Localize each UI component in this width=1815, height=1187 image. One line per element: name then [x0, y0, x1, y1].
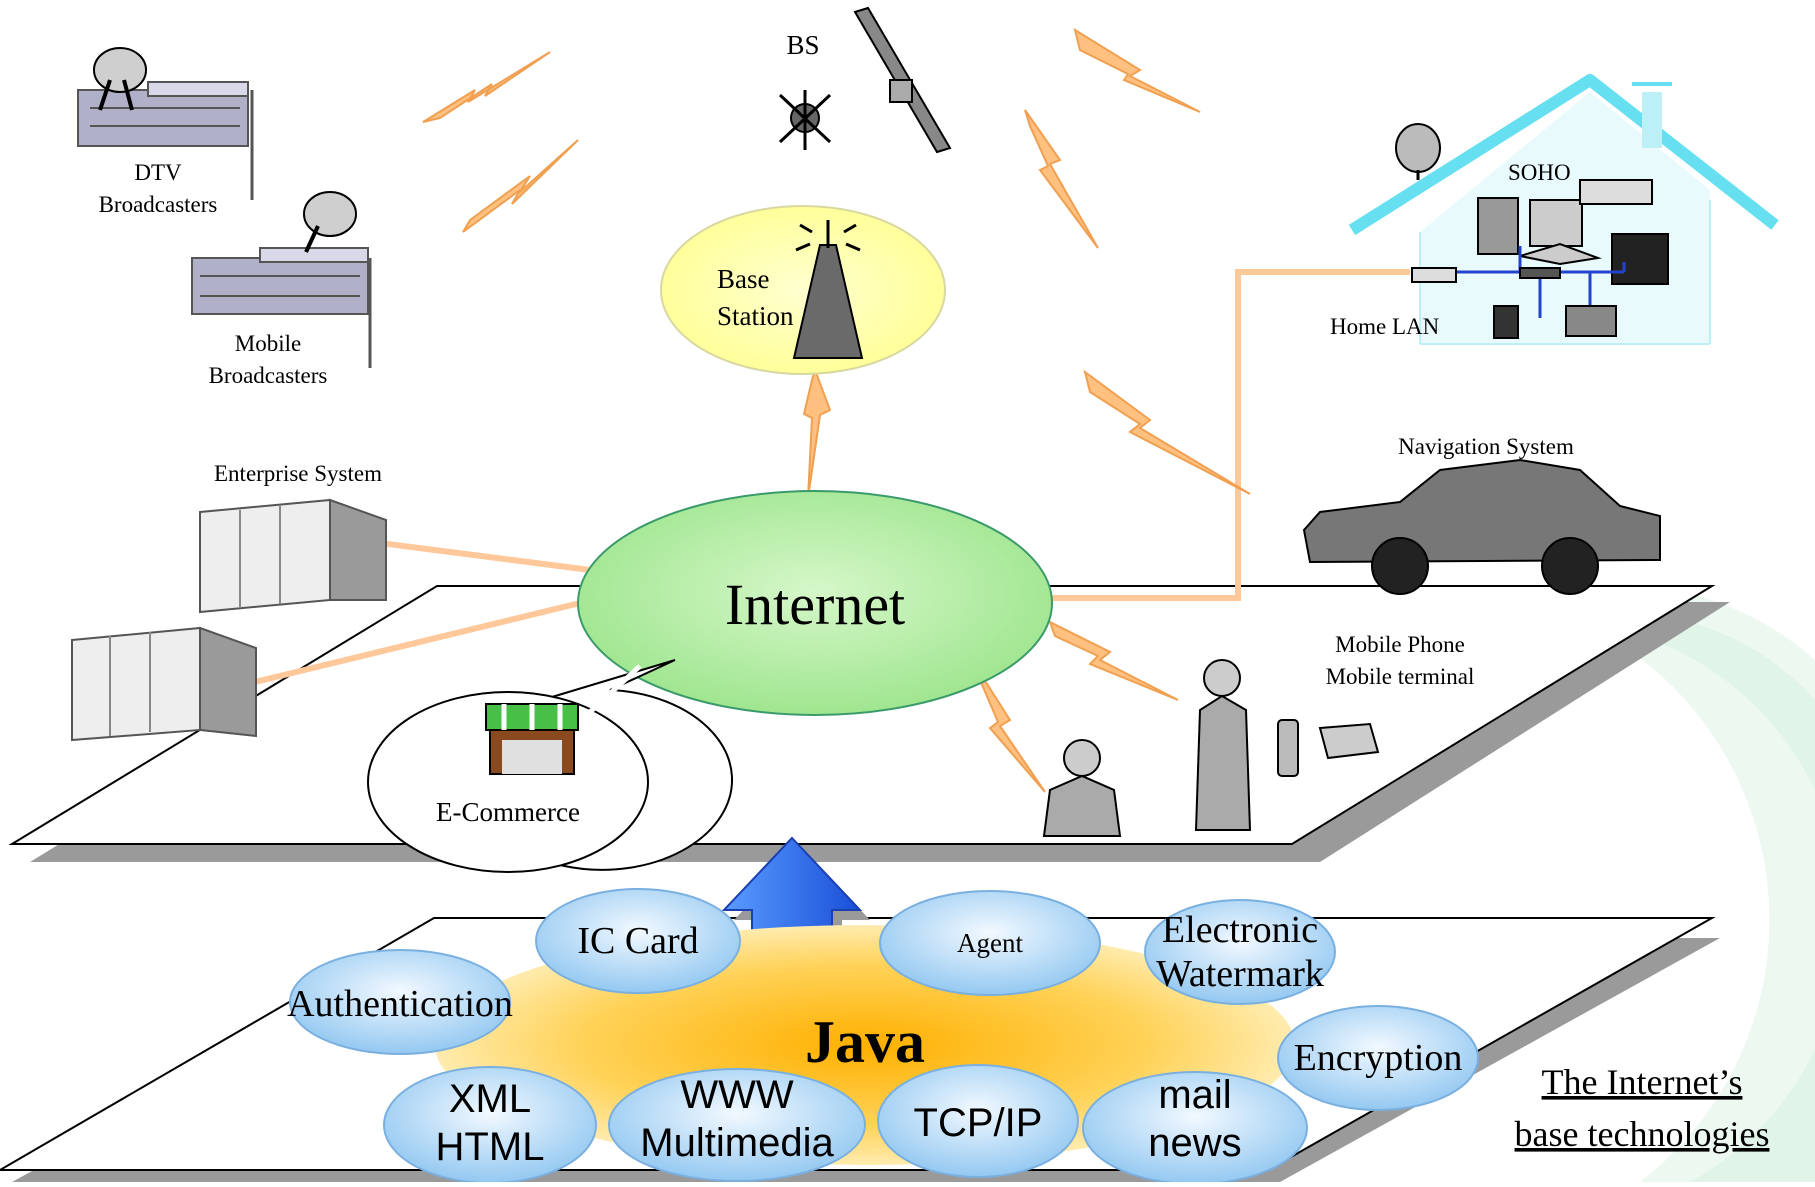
enterprise-label: Enterprise System [214, 461, 382, 486]
mobile-terminal-line-1: Mobile Phone [1335, 632, 1465, 657]
tech-xml-line-2: HTML [436, 1125, 545, 1169]
television-icon [1611, 233, 1669, 285]
person-icons [1042, 659, 1252, 837]
mobile-broadcaster-icon [191, 191, 372, 368]
tech-watermark-line-2: Watermark [1156, 953, 1324, 995]
home-appliance-icons [1493, 305, 1617, 339]
base-station-line-2: Station [717, 301, 794, 331]
tech-mail-line-1: mail [1158, 1073, 1231, 1117]
caption-line-2: base technologies [1515, 1114, 1770, 1154]
video-recorder-icon [1579, 179, 1653, 205]
internet-hub [577, 490, 1053, 716]
mobile-broadcasters-line-1: Mobile [235, 331, 301, 356]
tech-encryption: Encryption [1294, 1037, 1463, 1079]
caption-line-1: The Internet’s [1542, 1062, 1743, 1102]
satellite-dish-icon [1395, 123, 1441, 180]
tech-ic-card: IC Card [577, 920, 698, 962]
home-lan-label: Home LAN [1330, 314, 1440, 339]
navigation-label: Navigation System [1398, 434, 1574, 459]
tech-www-line-1: WWW [680, 1073, 794, 1117]
router-icon [1411, 267, 1561, 283]
connection-lines [254, 269, 1410, 685]
tech-agent: Agent [957, 928, 1023, 958]
tech-xml-line-1: XML [449, 1077, 531, 1121]
background-arc [1520, 584, 1815, 1182]
base-station-node [660, 205, 946, 375]
tech-authentication: Authentication [287, 983, 513, 1025]
internet-label: Internet [725, 572, 905, 637]
soho-label: SOHO [1508, 160, 1571, 185]
bs-satellite-icon [778, 90, 832, 150]
bs-label: BS [786, 30, 819, 60]
lightning-bolts [422, 27, 1251, 793]
communication-satellite-icon [853, 6, 952, 154]
tech-bubbles [289, 888, 1479, 1185]
dtv-label-line-1: DTV [134, 160, 182, 185]
tech-tcpip: TCP/IP [914, 1101, 1043, 1145]
tech-watermark-line-1: Electronic [1162, 909, 1318, 951]
mobile-terminal-line-2: Mobile terminal [1326, 664, 1475, 689]
enterprise-server-icon [71, 498, 387, 742]
mobile-broadcasters-line-2: Broadcasters [209, 363, 328, 388]
java-label: Java [805, 1009, 925, 1075]
pda-icon [1318, 722, 1380, 760]
ecommerce-label: E-Commerce [436, 797, 580, 827]
soho-computer-icon [1477, 197, 1602, 266]
dtv-label-line-2: Broadcasters [99, 192, 218, 217]
mobile-phone-icon [1277, 719, 1299, 777]
tech-mail-line-2: news [1148, 1121, 1241, 1165]
shop-icon [485, 703, 579, 775]
dtv-broadcaster-icon [77, 47, 254, 200]
car-icon [1302, 458, 1661, 595]
base-station-line-1: Base [717, 264, 770, 294]
tech-www-line-2: Multimedia [640, 1121, 834, 1165]
